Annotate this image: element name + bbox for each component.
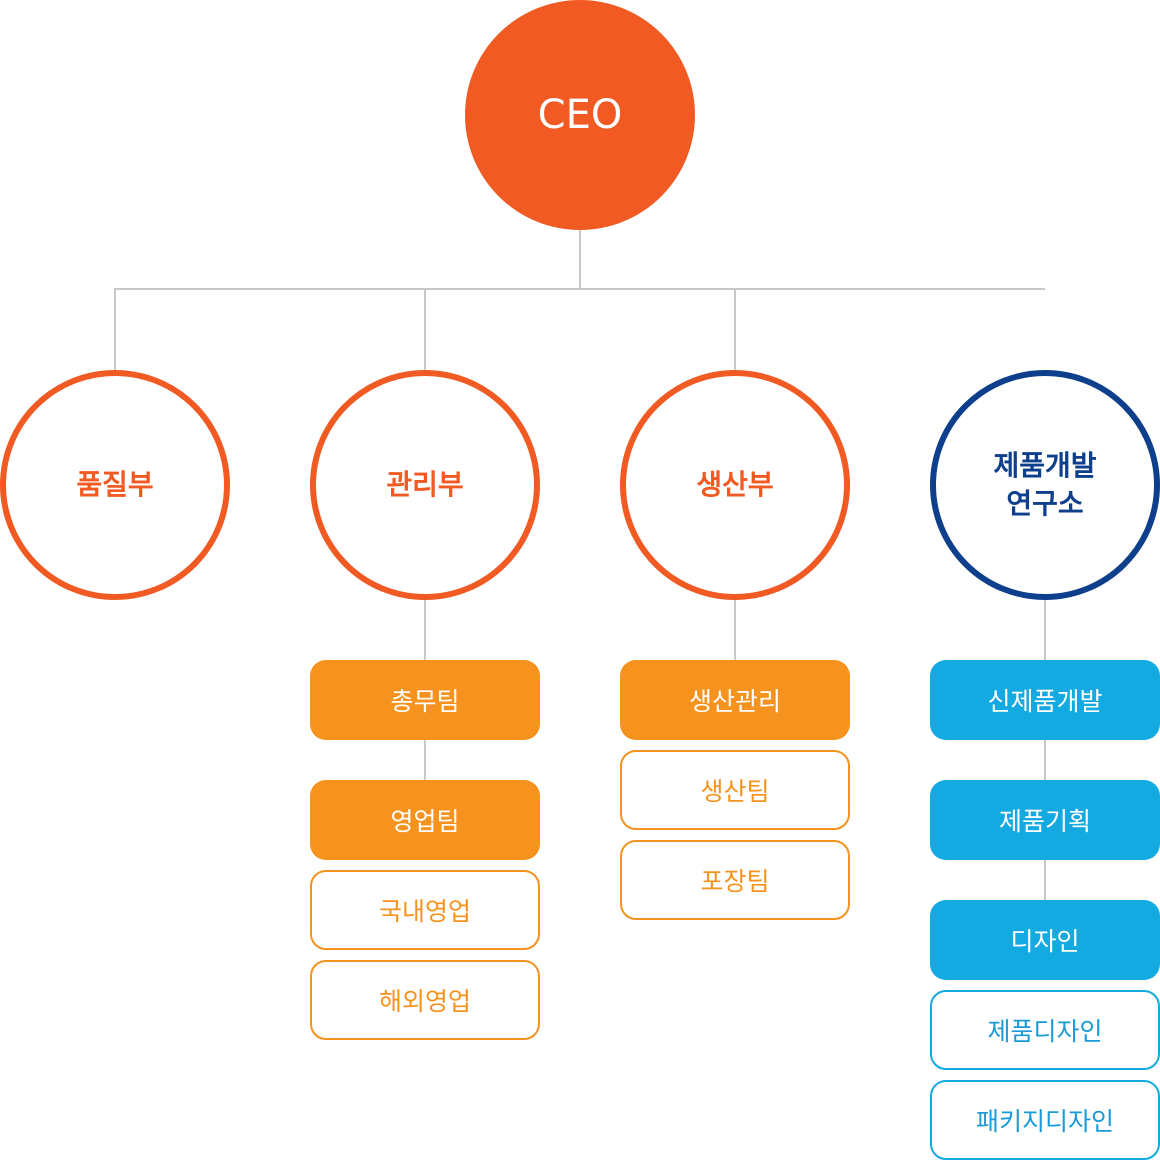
ceo-node: CEO (465, 0, 695, 230)
subteam-package-design: 패키지디자인 (930, 1080, 1160, 1160)
dept-quality: 품질부 (0, 370, 230, 600)
team-general-affairs: 총무팀 (310, 660, 540, 740)
subteam-production: 생산팀 (620, 750, 850, 830)
team-sales: 영업팀 (310, 780, 540, 860)
connector-dept-2 (424, 288, 426, 372)
subteam-label: 포장팀 (700, 867, 770, 896)
subteam-domestic-sales: 국내영업 (310, 870, 540, 950)
team-label: 총무팀 (390, 687, 460, 716)
subteam-label: 생산팀 (700, 777, 770, 806)
subteam-label: 해외영업 (378, 987, 471, 1016)
subteam-packaging: 포장팀 (620, 840, 850, 920)
dept-production-label: 생산부 (696, 468, 774, 501)
dept-production: 생산부 (620, 370, 850, 600)
connector-dept-1 (114, 288, 116, 372)
connector-ceo-down (579, 230, 581, 290)
dept-quality-label: 품질부 (76, 468, 154, 501)
subteam-label: 패키지디자인 (975, 1107, 1114, 1136)
dept-management: 관리부 (310, 370, 540, 600)
team-label: 제품기획 (998, 807, 1091, 836)
dept-rnd-lab: 제품개발 연구소 (930, 370, 1160, 600)
dept-management-label: 관리부 (386, 468, 464, 501)
team-design: 디자인 (930, 900, 1160, 980)
team-label: 디자인 (1010, 927, 1080, 956)
dept-rnd-label: 제품개발 연구소 (993, 449, 1097, 520)
team-new-product-development: 신제품개발 (930, 660, 1160, 740)
team-label: 신제품개발 (987, 687, 1103, 716)
connector-horizontal (114, 288, 1045, 290)
subteam-label: 국내영업 (378, 897, 471, 926)
connector-production-teams (734, 598, 736, 662)
team-product-planning: 제품기획 (930, 780, 1160, 860)
ceo-label: CEO (537, 92, 623, 138)
subteam-overseas-sales: 해외영업 (310, 960, 540, 1040)
subteam-label: 제품디자인 (987, 1017, 1103, 1046)
team-label: 생산관리 (688, 687, 781, 716)
connector-rnd-teams (1044, 598, 1046, 902)
subteam-product-design: 제품디자인 (930, 990, 1160, 1070)
team-label: 영업팀 (390, 807, 460, 836)
connector-dept-3 (734, 288, 736, 372)
team-production-management: 생산관리 (620, 660, 850, 740)
